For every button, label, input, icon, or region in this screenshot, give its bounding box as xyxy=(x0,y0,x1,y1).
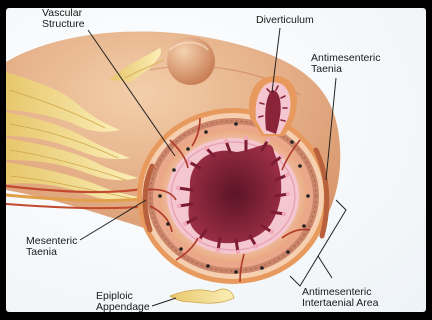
label-epiploic-appendage: Epiploic Appendage xyxy=(96,291,150,313)
label-vascular-structure: Vascular Structure xyxy=(42,8,85,30)
label-vascular-structure-line2: Structure xyxy=(42,19,85,30)
label-mesenteric-taenia: Mesenteric Taenia xyxy=(26,236,77,258)
bowel-loop xyxy=(167,37,215,85)
label-antimesenteric-taenia: Antimesenteric Taenia xyxy=(311,53,380,75)
label-intertaenial-line2: Intertaenial Area xyxy=(302,298,378,309)
label-mesenteric-taenia-line2: Taenia xyxy=(26,247,77,258)
label-diverticulum: Diverticulum xyxy=(256,15,314,26)
label-antimesenteric-taenia-line2: Taenia xyxy=(311,64,380,75)
label-epiploic-appendage-line2: Appendage xyxy=(96,302,150,313)
label-antimesenteric-intertaenial-area: Antimesenteric Intertaenial Area xyxy=(302,287,378,309)
